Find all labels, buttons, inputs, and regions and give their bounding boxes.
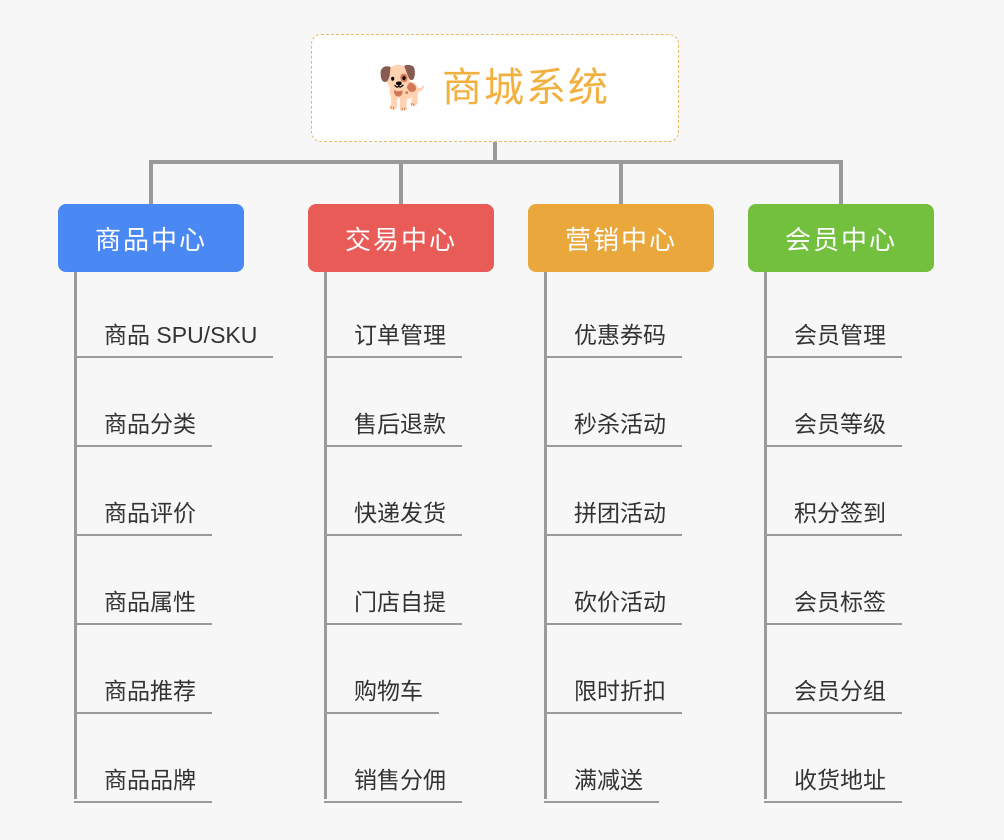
category-column-2: 交易中心订单管理售后退款快递发货门店自提购物车销售分佣 [308,204,494,803]
category-header-2[interactable]: 交易中心 [308,204,494,272]
category-header-4[interactable]: 会员中心 [748,204,934,272]
leaf-item[interactable]: 商品分类 [74,407,212,447]
leaf-item[interactable]: 会员等级 [764,407,902,447]
category-column-3: 营销中心优惠券码秒杀活动拼团活动砍价活动限时折扣满减送 [528,204,714,803]
category-column-1: 商品中心商品 SPU/SKU 商品分类商品评价商品属性商品推荐商品品牌 [58,204,274,803]
branch-drop-line-0 [149,160,153,204]
leaf-item[interactable]: 售后退款 [324,407,462,447]
leaf-item[interactable]: 秒杀活动 [544,407,682,447]
root-node[interactable]: 🐕 商城系统 [311,34,679,142]
branch-drop-line-1 [399,160,403,204]
leaf-item[interactable]: 商品品牌 [74,763,212,803]
leaf-item[interactable]: 门店自提 [324,585,462,625]
leaf-item[interactable]: 商品 SPU/SKU [74,318,274,358]
branch-drop-line-3 [839,160,843,204]
leaf-item[interactable]: 砍价活动 [544,585,682,625]
category-column-4: 会员中心会员管理会员等级积分签到会员标签会员分组收货地址 [748,204,934,803]
branch-bus-line [151,160,841,164]
leaf-item[interactable]: 积分签到 [764,496,902,536]
category-header-1[interactable]: 商品中心 [58,204,244,272]
root-stem-line [493,142,497,162]
category-header-3[interactable]: 营销中心 [528,204,714,272]
leaf-item[interactable]: 限时折扣 [544,674,682,714]
leaf-item[interactable]: 购物车 [324,674,439,714]
leaf-item[interactable]: 快递发货 [324,496,462,536]
leaf-item[interactable]: 商品推荐 [74,674,212,714]
root-title: 商城系统 [442,66,610,110]
leaf-item[interactable]: 满减送 [544,763,659,803]
leaf-item[interactable]: 会员分组 [764,674,902,714]
leaf-item[interactable]: 商品评价 [74,496,212,536]
leaf-item[interactable]: 收货地址 [764,763,902,803]
shiba-dog-face-icon: 🐕 [377,64,431,111]
branch-drop-line-2 [619,160,623,204]
leaf-item[interactable]: 拼团活动 [544,496,682,536]
leaf-item[interactable]: 会员标签 [764,585,902,625]
leaf-item[interactable]: 订单管理 [324,318,462,358]
leaf-item[interactable]: 销售分佣 [324,763,462,803]
leaf-item[interactable]: 优惠券码 [544,318,682,358]
leaf-item[interactable]: 商品属性 [74,585,212,625]
leaf-item[interactable]: 会员管理 [764,318,902,358]
